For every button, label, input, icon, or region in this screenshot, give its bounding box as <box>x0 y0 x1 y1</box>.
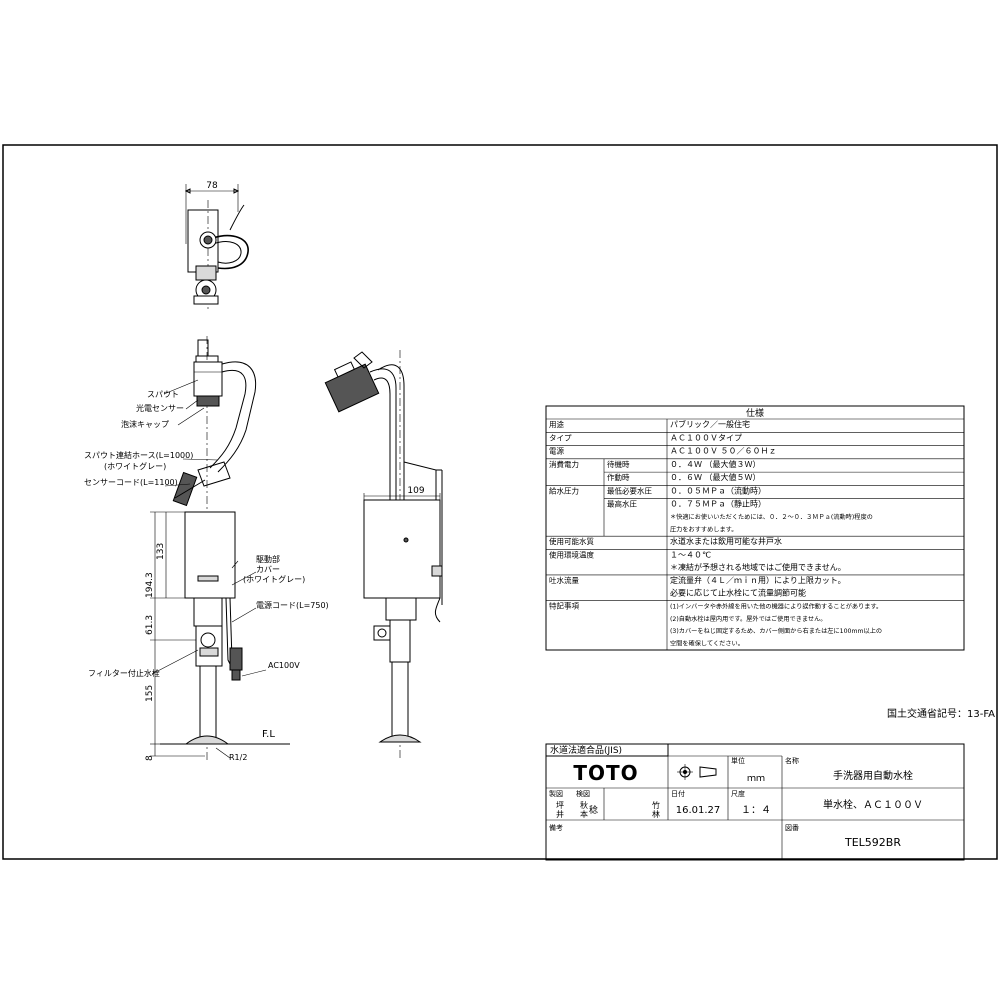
label-cover-line1: カバー <box>256 565 280 574</box>
label-sensor: 光電センサー <box>136 403 184 413</box>
spec-row-value: 定流量弁（４Ｌ／ｍｉｎ用）により上限カット。 <box>670 575 846 585</box>
date-label: 日付 <box>671 789 685 798</box>
drawing-no: TEL592BR <box>844 836 901 849</box>
checked-label: 検図 <box>576 789 590 798</box>
spec-row-value: ０．７５ＭＰａ（静止時） <box>670 499 766 509</box>
spec-row-value: ＡＣ１００Ｖタイプ <box>670 433 742 442</box>
thread-label: R1/2 <box>229 753 247 762</box>
spec-row-value: (2)自動水栓は屋内用です。屋外ではご使用できません。 <box>670 615 826 623</box>
dim-133: 133 <box>156 543 166 560</box>
spec-row-label: 使用可能水質 <box>549 536 594 546</box>
name-value: 手洗器用自動水栓 <box>833 769 913 782</box>
side-view: 109 <box>324 350 443 760</box>
side-cover-box <box>363 499 441 599</box>
spec-row-value: 空間を確保してください。 <box>670 640 744 648</box>
spec-row-label: 消費電力 <box>549 459 579 469</box>
unit-value: ｍｍ <box>747 774 765 784</box>
label-drive-unit: 駆動部 <box>256 554 280 564</box>
spec-row-value: ０．４Ｗ （最大値３Ｗ） <box>670 459 761 469</box>
spec-row-label: 給水圧力 <box>549 485 579 495</box>
spec-row-value: ０．６Ｗ （最大値５Ｗ） <box>670 472 761 482</box>
name-label: 名称 <box>785 756 799 765</box>
drawn-name-1: 坪 <box>556 801 564 810</box>
mlit-code: 国土交通省記号：13-FA <box>887 707 995 720</box>
spec-row-value: (3)カバーをねじ固定するため、カバー側面から右または左に100mm以上の <box>670 627 882 635</box>
spec-row-value: (1)インバータや赤外線を用いた他の機器により誤作動することがあります。 <box>670 602 882 610</box>
top-view: 78 <box>184 181 249 312</box>
spec-row-value: 必要に応じて止水栓にて流量調節可能 <box>670 588 806 598</box>
title-block: 水道法適合品(JIS) TOTO 単位 ｍｍ 名称 手洗器用自動水栓 製図 坪 … <box>545 743 965 861</box>
unit-label: 単位 <box>731 756 745 765</box>
front-cover-box <box>184 511 236 599</box>
label-hose-line1: スパウト連結ホース(L=1000) <box>84 450 193 460</box>
label-spout: スパウト <box>147 390 179 399</box>
label-filter-valve: フィルター付止水栓 <box>88 668 160 678</box>
spec-row-value: 圧力をおすすめします。 <box>670 526 737 534</box>
checked-name-4: 林 <box>652 809 660 819</box>
floor-line-label: F.L <box>262 729 275 740</box>
spec-row-value: ０．０５ＭＰａ（流動時） <box>670 485 766 495</box>
spec-row-label: タイプ <box>549 433 572 442</box>
dim-61-3: 61.3 <box>145 615 155 635</box>
spec-row-value: ＊凍結が予想される地域ではご使用できません。 <box>670 562 846 572</box>
label-power-cord: 電源コード(L=750) <box>256 601 329 610</box>
checked-name-2: 本 <box>580 809 588 819</box>
checked-seal: 稔 <box>589 804 598 816</box>
spec-row-value: １～４０℃ <box>670 551 711 560</box>
subname-value: 単水栓、ＡＣ１００Ｖ <box>823 798 923 811</box>
spec-row-label: 特記事項 <box>549 600 579 610</box>
spec-row-value: 水道水または飲用可能な井戸水 <box>670 536 782 546</box>
dim-155: 155 <box>145 685 155 702</box>
brand-logo: TOTO <box>573 761 638 785</box>
checked-name-1: 秋 <box>580 800 588 810</box>
drawing-no-label: 図番 <box>785 824 799 832</box>
drawn-label: 製図 <box>549 789 563 798</box>
spec-row-sublabel: 最高水圧 <box>607 499 637 509</box>
spec-row-sublabel: 待機時 <box>607 459 630 469</box>
dim-8: 8 <box>145 755 155 761</box>
drawn-name-2: 井 <box>556 809 564 819</box>
date-value: 16.01.27 <box>676 805 721 816</box>
label-cover-line2: (ホワイトグレー) <box>243 574 305 584</box>
spec-row-value: ＡＣ１００Ｖ ５０／６０Ｈｚ <box>670 447 777 456</box>
jis-label: 水道法適合品(JIS) <box>550 744 622 756</box>
spec-row-label: 用途 <box>549 419 564 429</box>
label-hose-line2: (ホワイトグレー) <box>104 461 166 471</box>
dim-top-width: 78 <box>206 181 218 191</box>
spec-row-sublabel: 最低必要水圧 <box>607 485 652 495</box>
spec-row-label: 吐水流量 <box>549 575 579 585</box>
spec-row-sublabel: 作動時 <box>607 472 630 482</box>
label-sensor-cord: センサーコード(L=1100) <box>84 478 178 487</box>
scale-label: 尺度 <box>731 789 745 798</box>
sheet-border <box>2 144 998 860</box>
remarks-label: 備考 <box>549 823 563 832</box>
label-cap: 泡沫キャップ <box>121 419 169 429</box>
projection-symbol-icon <box>677 764 717 780</box>
spec-title: 仕様 <box>746 407 764 419</box>
checked-name-3: 竹 <box>652 800 660 810</box>
dim-194-3: 194.3 <box>145 572 155 598</box>
spec-row-label: 使用環境温度 <box>549 550 594 560</box>
front-view: F.L R1/2 194.3 133 61.3 155 8 スパウト 光電センサ… <box>84 336 329 762</box>
label-ac100v: AC100V <box>268 661 300 670</box>
scale-value: １：４ <box>741 805 771 816</box>
spec-row-value: パブリック／一般住宅 <box>670 419 750 429</box>
dim-side-depth: 109 <box>407 486 424 496</box>
spec-row-value: ＊快適にお使いいただくためには、０．２～０．３ＭＰａ(流動時)程度の <box>670 513 873 521</box>
spec-row-label: 電源 <box>549 447 564 456</box>
